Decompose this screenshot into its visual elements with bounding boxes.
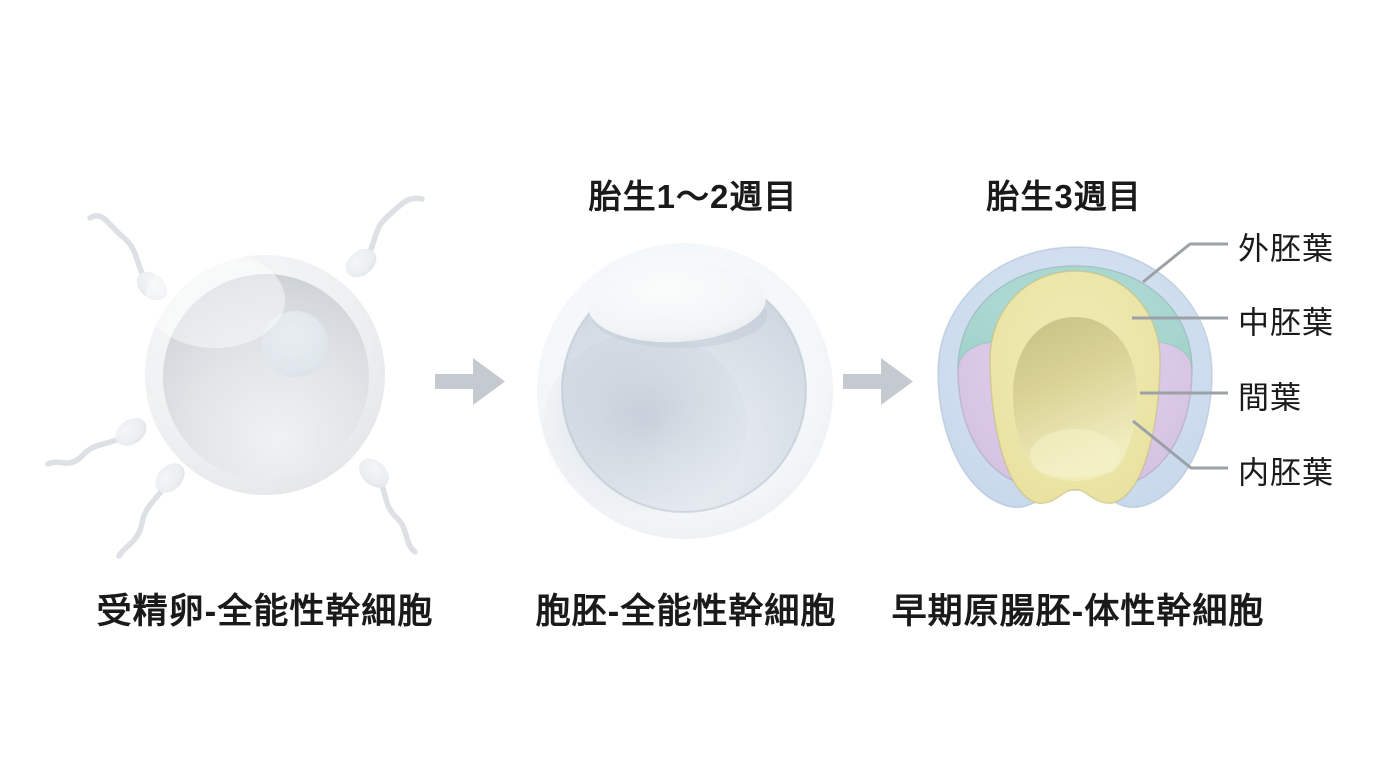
callout-label-mesoderm: 中胚葉 <box>1238 305 1334 341</box>
sperm-tail <box>45 429 134 467</box>
cavity-shadow <box>543 332 747 518</box>
cup-highlight <box>1030 429 1120 481</box>
blastula-illustration <box>537 243 833 539</box>
arrow-right-icon <box>435 358 505 405</box>
arrow-shaft <box>435 374 475 389</box>
stage2-caption: 胞胚-全能性幹細胞 <box>535 592 837 631</box>
sperm-cell <box>345 195 425 278</box>
sperm-cell <box>359 458 418 555</box>
sperm-tail <box>358 195 425 266</box>
sperm-head <box>155 463 185 493</box>
arrow-shaft <box>843 374 883 389</box>
stage2-title: 胎生1〜2週目 <box>588 178 798 215</box>
leader-line-endoderm <box>1132 419 1228 470</box>
stage3-title: 胎生3週目 <box>986 178 1142 215</box>
egg-highlight <box>145 252 285 348</box>
stage3-caption: 早期原腸胚-体性幹細胞 <box>891 592 1265 631</box>
arrow-right-icon <box>843 358 913 405</box>
sperm-head <box>115 418 147 446</box>
arrow-head <box>881 358 913 405</box>
sperm-cell <box>87 213 168 301</box>
sperm-head <box>345 248 377 278</box>
sperm-cell <box>45 418 147 467</box>
leader-line-ectoderm <box>1142 242 1228 284</box>
sperm-head <box>136 271 168 301</box>
inner-cell-mass <box>588 263 766 343</box>
sperm-head <box>359 458 389 488</box>
callout-leader-lines <box>1132 242 1228 470</box>
stage1-caption: 受精卵-全能性幹細胞 <box>96 592 434 631</box>
egg-nucleus <box>262 311 328 377</box>
sperm-tail <box>116 475 173 559</box>
callout-label-ectoderm: 外胚葉 <box>1238 231 1334 267</box>
callout-label-mesenchyme: 間葉 <box>1238 380 1302 416</box>
sperm-tail <box>87 213 155 289</box>
callout-label-endoderm: 内胚葉 <box>1238 455 1334 491</box>
sperm-cell <box>116 463 185 559</box>
fertilized-egg-illustration <box>45 195 425 559</box>
sperm-tail <box>371 470 418 555</box>
arrow-head <box>473 358 505 405</box>
gastrula-illustration <box>937 246 1213 509</box>
